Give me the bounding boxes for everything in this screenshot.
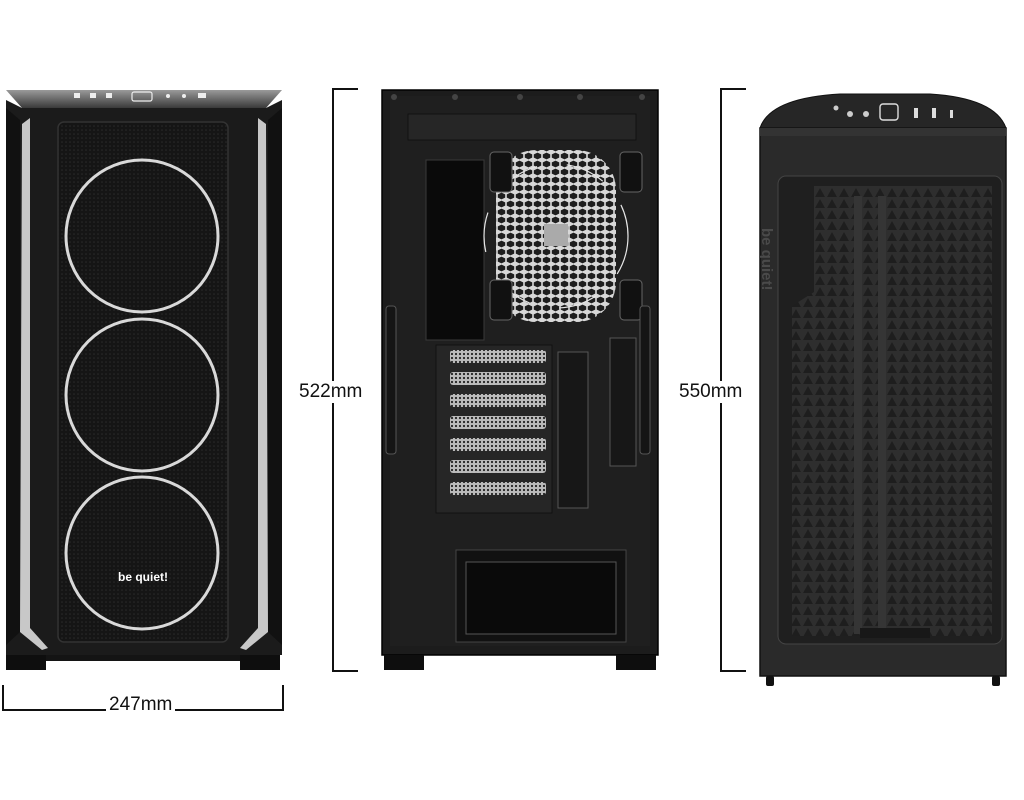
side-view: 550mm be quiet! (670, 0, 1024, 720)
front-brand-logo: be quiet! (118, 570, 168, 584)
front-fan-ring-middle (64, 317, 220, 473)
rear-height-dimension-label: 522mm (296, 381, 366, 403)
width-dimension-label: 247mm (106, 694, 176, 716)
power-button-icon (131, 91, 153, 102)
front-fan-ring-bottom (64, 475, 220, 631)
side-case-drawing (759, 93, 1007, 686)
front-fan-ring-top (64, 158, 220, 314)
side-height-dimension-line (720, 88, 746, 672)
io-shield-opening (425, 159, 485, 341)
front-foot-left (6, 655, 46, 670)
rear-view: 522mm (290, 0, 670, 720)
right-accent-strip (240, 118, 268, 650)
front-foot-right (240, 655, 280, 670)
front-mesh-panel (57, 121, 229, 643)
side-brand-logo: be quiet! (758, 228, 775, 291)
side-power-button-icon (879, 103, 899, 121)
front-top-bezel (6, 90, 282, 108)
front-view: be quiet! 247mm (0, 0, 290, 720)
left-accent-strip (20, 118, 48, 650)
expansion-slot-covers (450, 350, 546, 495)
rear-case-drawing (381, 89, 659, 670)
side-height-dimension-label: 550mm (676, 381, 746, 403)
front-case-drawing (6, 90, 282, 670)
side-mesh-panel (792, 186, 992, 636)
rear-height-dimension-line (332, 88, 358, 672)
